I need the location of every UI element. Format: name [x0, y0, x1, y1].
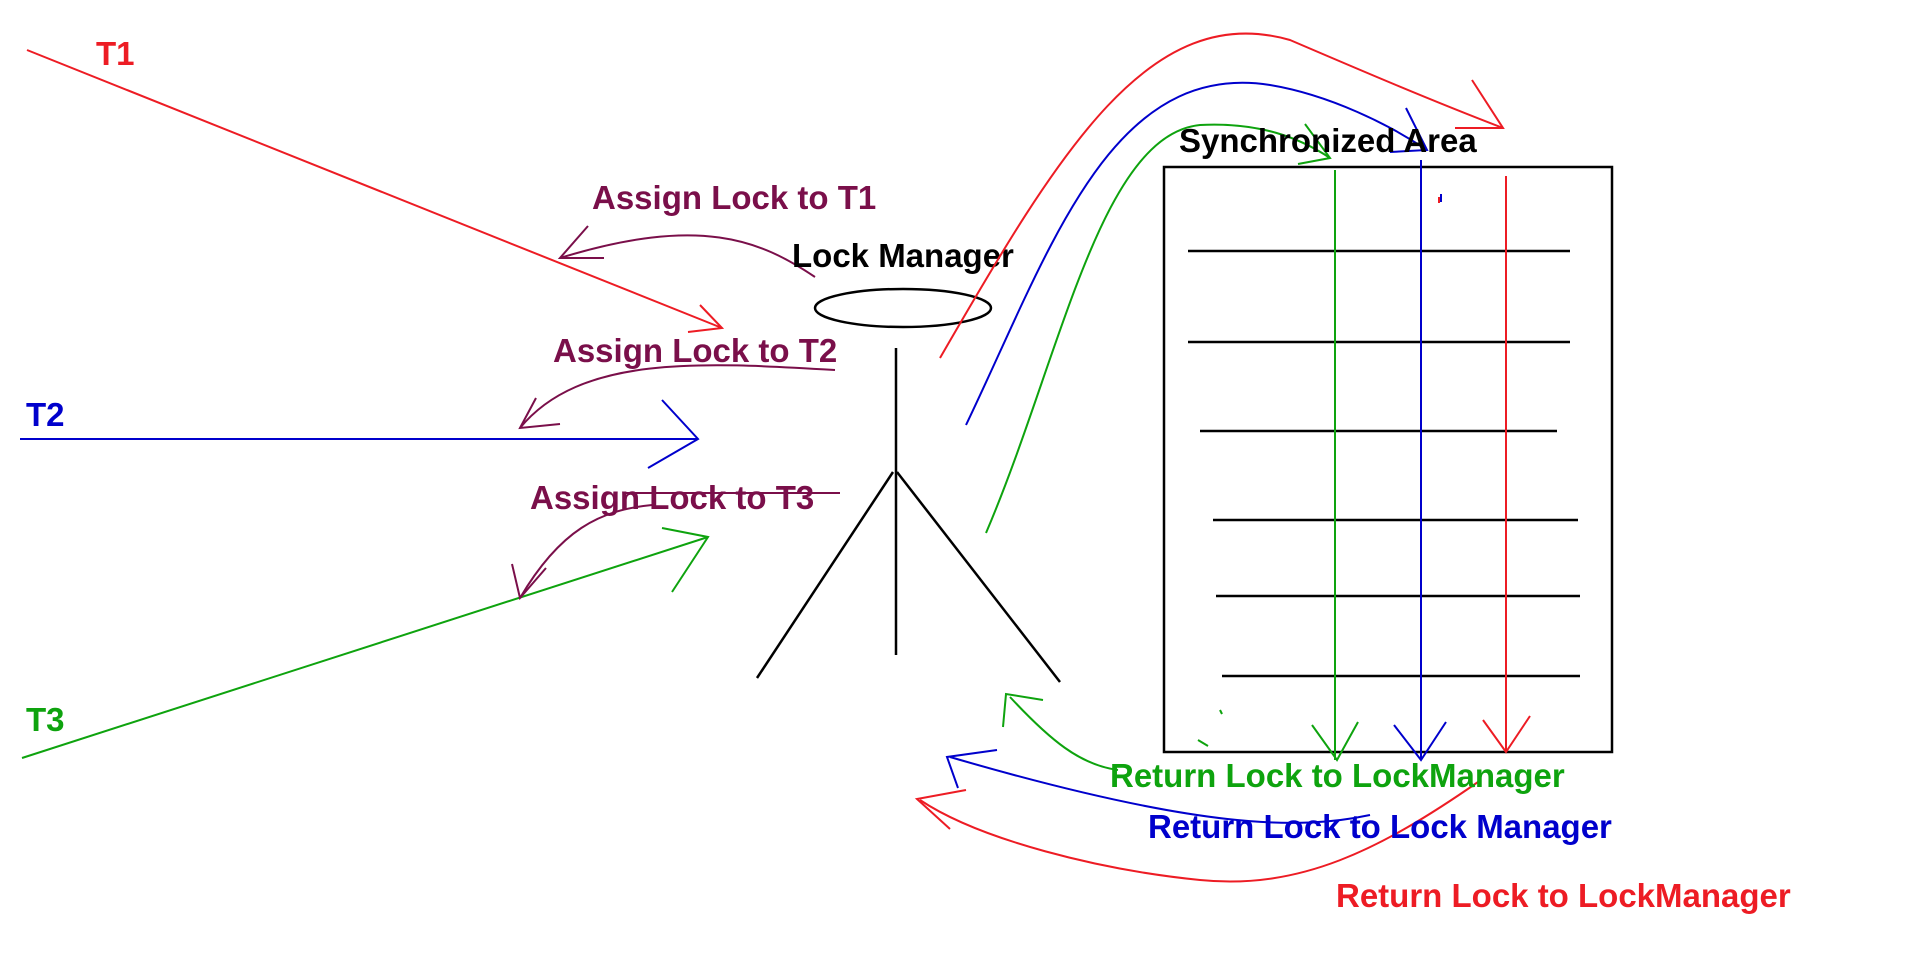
sync-area-rows	[1188, 249, 1580, 678]
t3-sync-flow	[1311, 170, 1359, 762]
thread-t2-label: T2	[26, 396, 65, 433]
return-lock-t3-label: Return Lock to LockManager	[1110, 757, 1565, 794]
t3-request-arrow	[21, 527, 710, 759]
t2-to-sync-arc	[965, 81, 1429, 426]
stick-figure-icon	[755, 287, 1061, 683]
assign-lock-t1-arrow	[557, 225, 816, 278]
t1-sync-flow	[1438, 176, 1531, 754]
t1-to-sync-arc	[939, 32, 1505, 359]
t1-return-arrow	[914, 781, 1479, 883]
t3-to-sync-arc	[985, 123, 1332, 534]
return-lock-t2-label: Return Lock to Lock Manager	[1148, 808, 1612, 845]
return-lock-t1-label: Return Lock to LockManager	[1336, 877, 1791, 914]
synchronized-area-label: Synchronized Area	[1179, 122, 1477, 159]
assign-lock-t3-label: Assign Lock to T3	[530, 479, 814, 516]
thread-t1-label: T1	[96, 35, 135, 72]
assign-lock-t3-arrow	[511, 492, 840, 601]
t1-request-arrow	[26, 49, 725, 333]
thread-t3-label: T3	[26, 701, 65, 738]
assign-lock-t2-label: Assign Lock to T2	[553, 332, 837, 369]
t3-return-arrow	[1002, 692, 1223, 771]
lock-manager-label: Lock Manager	[792, 237, 1014, 274]
t2-sync-flow	[1393, 160, 1447, 762]
t2-return-arrow	[945, 749, 1371, 824]
t2-request-arrow	[20, 399, 700, 469]
assign-lock-t2-arrow	[518, 364, 836, 430]
assign-lock-t1-label: Assign Lock to T1	[592, 179, 876, 216]
synchronized-area-box	[1162, 165, 1614, 754]
